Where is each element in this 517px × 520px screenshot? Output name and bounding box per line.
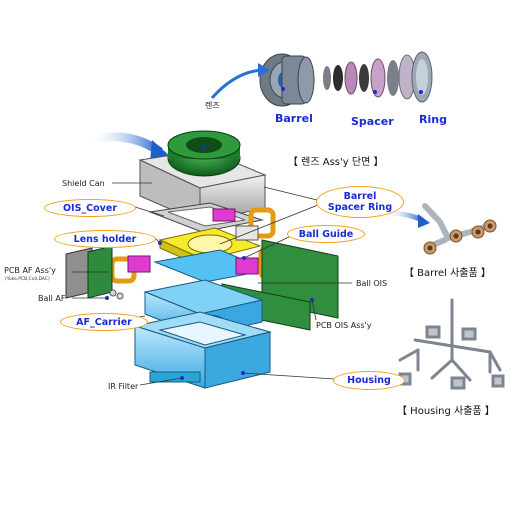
pcb-af-assy-label: PCB AF Ass'y xyxy=(4,266,56,275)
lens-assy-section-title: 【 렌즈 Ass'y 단면 】 xyxy=(288,157,384,168)
barrel-spacer-ring-line1: Barrel xyxy=(343,191,377,202)
arrow-to-lens-head-icon xyxy=(258,63,270,77)
pcb-ois-assy-label: PCB OIS Ass'y xyxy=(316,321,372,330)
ois-cover-pill: OIS_Cover xyxy=(44,199,136,217)
housing-injection-part-illustration xyxy=(398,298,505,390)
pcb-af-assy-sublabel: (Yoke,PCB,Coil,DAC) xyxy=(5,277,50,282)
ring-label: Ring xyxy=(419,113,447,126)
ball-guide-pill: Ball Guide xyxy=(287,225,365,243)
barrel-label: Barrel xyxy=(275,112,313,125)
ir-filter-label: IR Filter xyxy=(108,382,139,391)
spacer-label: Spacer xyxy=(351,115,394,128)
arrow-to-module-icon xyxy=(86,132,163,156)
ball-guide-illustration xyxy=(109,245,288,284)
housing-pill: Housing xyxy=(333,371,405,390)
arrow-to-barrel-part-head-icon xyxy=(418,214,430,228)
lens-assembly-illustration xyxy=(259,51,433,107)
housing-injection-caption: 【 Housing 사출품 】 xyxy=(397,406,495,417)
arrow-to-barrel-part-icon xyxy=(385,211,424,223)
lens-holder-pill: Lens holder xyxy=(54,230,156,248)
barrel-injection-part-illustration xyxy=(422,203,497,255)
ois-cover-illustration xyxy=(148,202,276,239)
ball-ois-label: Ball OIS xyxy=(356,279,388,288)
ball-af-label: Ball AF xyxy=(38,294,66,303)
arrow-to-lens-icon xyxy=(210,68,263,99)
barrel-spacer-ring-line2: Spacer Ring xyxy=(327,202,393,213)
barrel-injection-caption: 【 Barrel 사출품 】 xyxy=(404,268,491,279)
af-carrier-pill: AF_Carrier xyxy=(60,313,148,331)
lens-holder-illustration xyxy=(158,225,262,269)
barrel-spacer-ring-pill: Barrel Spacer Ring xyxy=(316,186,404,218)
lens-label: 렌즈 xyxy=(205,101,220,110)
shield-can-label: Shield Can xyxy=(62,179,105,188)
